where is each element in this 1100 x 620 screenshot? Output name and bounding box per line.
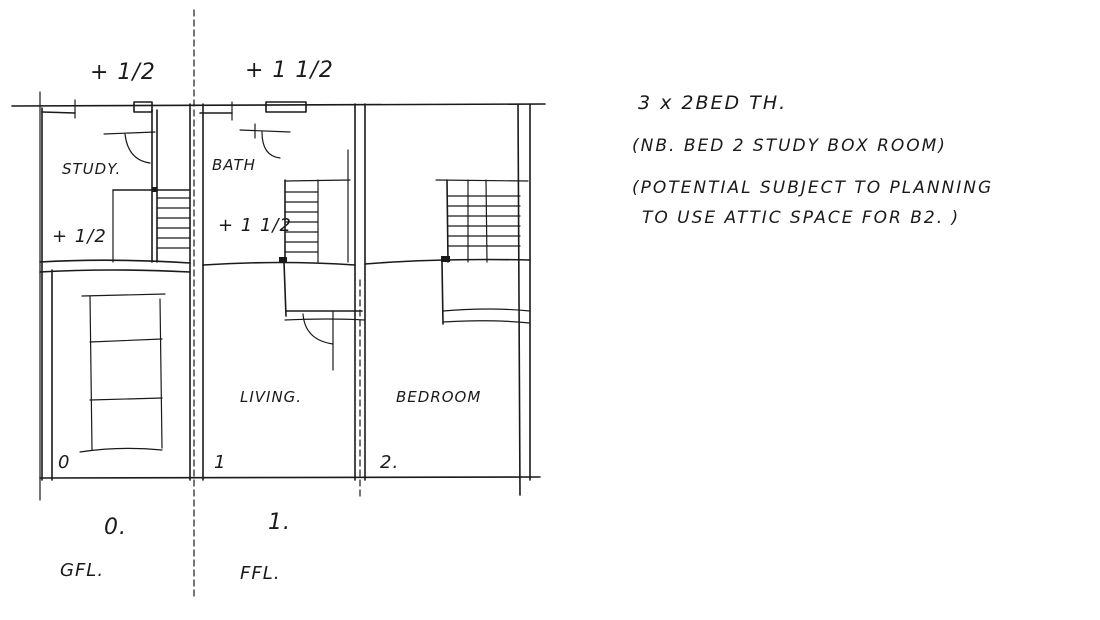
level-name-gfl: GFL. bbox=[60, 560, 105, 581]
corner-number-2: 2. bbox=[380, 452, 400, 473]
panel-0-ground-floor bbox=[39, 103, 541, 481]
joint-marks bbox=[152, 187, 450, 263]
room-label-bedroom: BEDROOM bbox=[396, 388, 482, 406]
note-line-2: (NB. BED 2 STUDY BOX ROOM) bbox=[632, 136, 947, 156]
panel-2-second-floor bbox=[364, 103, 531, 496]
top-annotation-one-and-half: + 1 1/2 bbox=[245, 58, 334, 83]
room-label-bath: BATH bbox=[212, 156, 256, 174]
corner-number-0: 0 bbox=[58, 452, 71, 473]
room-label-living: LIVING. bbox=[240, 388, 303, 406]
note-line-4: TO USE ATTIC SPACE FOR B2. ) bbox=[642, 208, 961, 228]
room-label-study: STUDY. bbox=[62, 160, 122, 178]
construction-lines bbox=[39, 9, 361, 601]
dimension-note-one-and-half: + 1 1/2 bbox=[218, 215, 292, 236]
top-annotation-half: + 1/2 bbox=[90, 60, 156, 85]
level-name-ffl: FFL. bbox=[240, 563, 281, 584]
level-number-1: 1. bbox=[268, 510, 291, 535]
dimension-note-half: + 1/2 bbox=[52, 226, 107, 247]
level-number-0: 0. bbox=[104, 515, 127, 540]
top-wall-line bbox=[11, 99, 546, 121]
note-line-1: 3 x 2BED TH. bbox=[638, 92, 788, 114]
corner-number-1: 1 bbox=[214, 452, 227, 473]
note-line-3: (POTENTIAL SUBJECT TO PLANNING bbox=[632, 178, 994, 198]
